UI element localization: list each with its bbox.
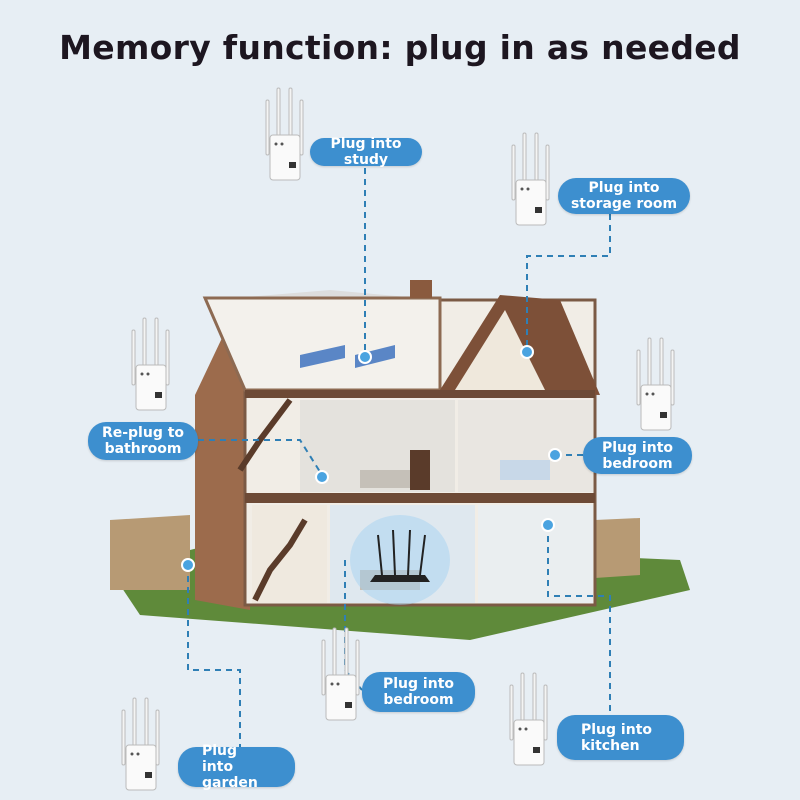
label-bathroom: Re-plug to bathroom [88,422,198,460]
page-title: Memory function: plug in as needed [59,28,741,67]
router [370,575,430,582]
extender-kitchen [509,672,548,766]
label-garden: Plug into garden [178,743,295,791]
extender-bathroom [131,317,170,411]
label-bedroom-upper: Plug into bedroom [583,437,692,474]
router-glow [350,515,450,605]
label-kitchen: Plug into kitchen [557,715,684,760]
attic [202,296,442,392]
fence-left [110,515,190,590]
label-study: Plug into study [310,136,422,168]
label-bedroom-lower: Plug into bedroom [362,672,475,712]
label-storage-room: Plug into storage room [558,178,690,214]
chimney [410,280,432,298]
extender-bedroom-lower [321,627,360,721]
extender-study [265,87,304,181]
fence-right [595,518,640,578]
house-side-wall [195,300,250,610]
extender-garden [121,697,160,791]
placement-dots [181,345,562,572]
extender-bedroom-upper [636,337,675,431]
extender-storage [511,132,550,226]
